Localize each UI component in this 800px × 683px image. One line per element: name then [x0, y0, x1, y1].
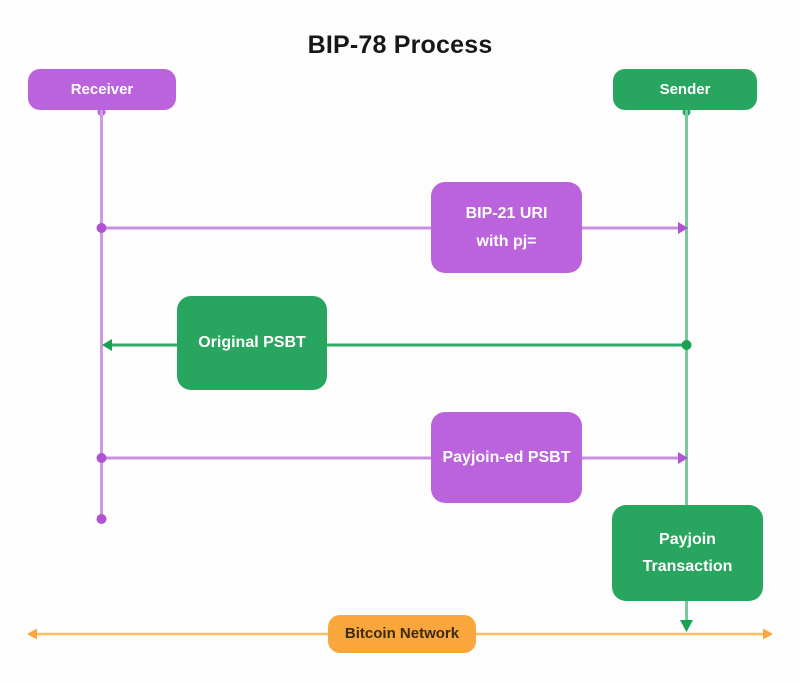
receiver-lifeline-end-dot: [96, 514, 107, 524]
original-psbt-message-box: Original PSBT: [177, 296, 327, 390]
bip21-arrowhead-right: [678, 222, 688, 234]
network-arrowhead-left: [27, 628, 37, 640]
diagram-title: BIP-78 Process: [307, 31, 493, 59]
bitcoin-network-box: Bitcoin Network: [328, 615, 476, 653]
network-arrowhead-right: [763, 628, 773, 640]
payjoined-psbt-label: Payjoin-ed PSBT: [442, 448, 571, 466]
payjoin-transaction-box: Payjoin Transaction: [612, 505, 763, 601]
payjoined-psbt-origin-dot: [96, 453, 107, 463]
bip21-origin-dot: [96, 223, 107, 233]
receiver-actor-box: Receiver: [28, 69, 176, 110]
payjoin-transaction-line1: Payjoin: [659, 530, 716, 548]
bitcoin-network-label: Bitcoin Network: [344, 625, 460, 643]
payjoin-transaction-line2: Transaction: [642, 558, 733, 575]
sender-actor-box: Sender: [613, 69, 757, 110]
original-psbt-label: Original PSBT: [198, 334, 306, 352]
bip21-label-line2: with pj=: [476, 232, 537, 250]
original-psbt-origin-dot: [681, 340, 692, 350]
bip21-label-line1: BIP-21 URI: [465, 205, 548, 223]
original-psbt-arrowhead-left: [102, 339, 112, 351]
sender-label: Sender: [659, 80, 711, 98]
receiver-label: Receiver: [70, 80, 134, 98]
payjoined-psbt-message-box: Payjoin-ed PSBT: [431, 412, 582, 503]
payjoined-psbt-arrowhead-right: [678, 452, 688, 464]
bip21-uri-message-box: BIP-21 URI with pj=: [431, 182, 582, 273]
sender-down-arrowhead: [680, 620, 693, 632]
